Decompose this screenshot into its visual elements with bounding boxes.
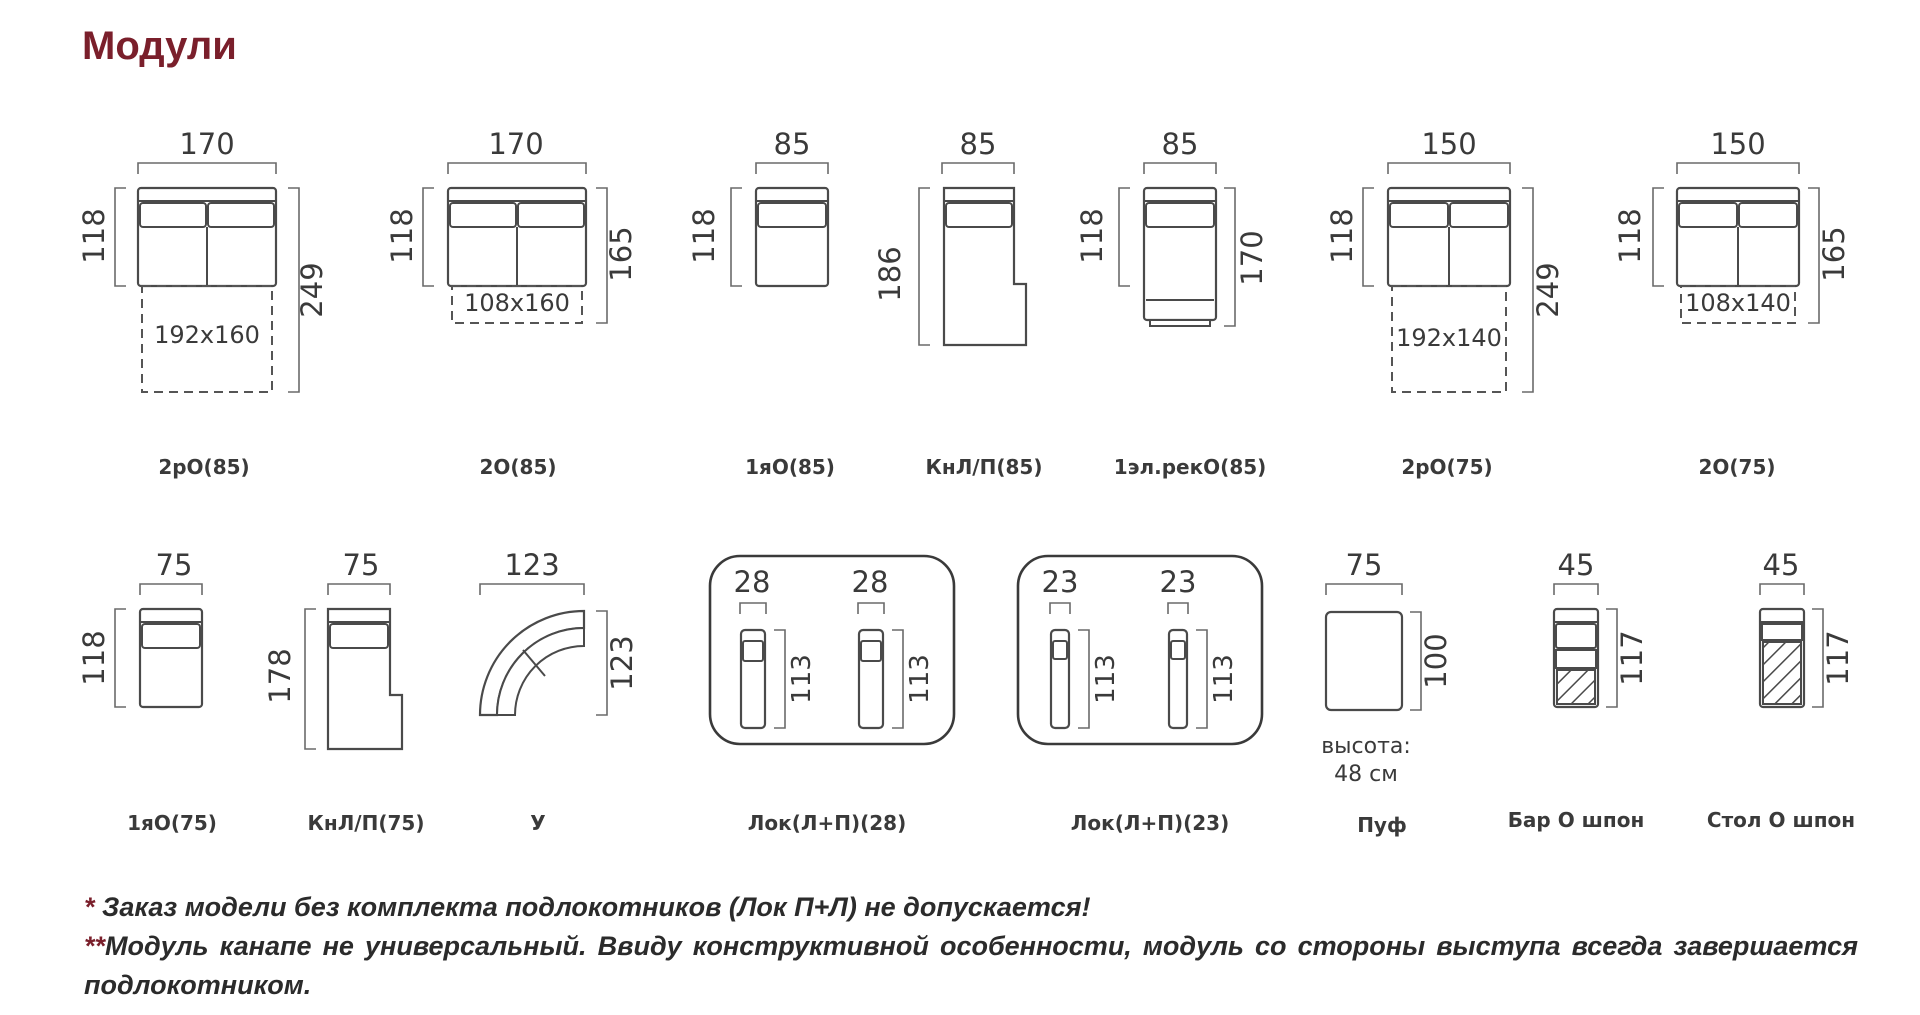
module-label: 2рО(75) xyxy=(1401,455,1492,479)
width-label: 150 xyxy=(1710,127,1765,161)
height-label: 123 xyxy=(605,635,639,690)
width-label: 170 xyxy=(488,127,543,161)
module-1elreko85: 85 118 170 1эл.рекО(85) xyxy=(1075,127,1269,479)
veneer-hatch xyxy=(1762,641,1802,705)
footnote-marker: ** xyxy=(84,931,106,961)
width-label: 170 xyxy=(179,127,234,161)
module-label: 1эл.рекО(85) xyxy=(1114,455,1267,479)
module-label: 1яО(75) xyxy=(127,811,217,835)
height-label: 186 xyxy=(873,246,907,301)
footnote-2-text: Модуль канапе не универсальный. Ввиду ко… xyxy=(84,931,1858,1000)
footnote-1-text: Заказ модели без комплекта подлокотников… xyxy=(94,892,1091,922)
armrest-frame xyxy=(1016,554,1264,746)
height-label: 117 xyxy=(1615,630,1649,685)
depth-label: 170 xyxy=(1235,230,1269,285)
module-2o85: 170 118 108x160 165 2О(85) xyxy=(385,127,638,479)
width-label: 150 xyxy=(1421,127,1476,161)
module-label: КнЛ/П(75) xyxy=(308,811,425,835)
width-label: 45 xyxy=(1763,548,1800,582)
module-knlp75: 75 178 КнЛ/П(75) xyxy=(263,548,424,835)
armrest-frame xyxy=(708,554,956,746)
width-label: 28 xyxy=(852,565,889,599)
page-title: Модули xyxy=(82,24,237,68)
height-label: 117 xyxy=(1821,630,1855,685)
height-label: 100 xyxy=(1419,633,1453,688)
height-note: высота: xyxy=(1321,734,1411,759)
footer-notes: * Заказ модели без комплекта подлокотник… xyxy=(84,888,1858,1005)
module-2o75: 150 118 108x140 165 2О(75) xyxy=(1613,127,1851,479)
module-label: 2О(85) xyxy=(479,455,556,479)
height-label: 118 xyxy=(77,630,111,685)
width-label: 75 xyxy=(156,548,193,582)
height-label: 178 xyxy=(263,648,297,703)
width-label: 85 xyxy=(774,127,811,161)
height-label: 118 xyxy=(1325,208,1359,263)
inner-label: 192x160 xyxy=(154,321,260,349)
height-label: 118 xyxy=(1075,208,1109,263)
module-label: КнЛ/П(85) xyxy=(926,455,1043,479)
module-knlp85: 85 186 КнЛ/П(85) xyxy=(873,127,1042,479)
module-lok23: 23 113 23 113 Лок(Л+П)(23) xyxy=(1016,554,1264,835)
height-label: 118 xyxy=(687,208,721,263)
height-label: 113 xyxy=(905,654,935,704)
module-label: 1яО(85) xyxy=(745,455,835,479)
module-label: Бар О шпон xyxy=(1508,808,1645,832)
width-label: 45 xyxy=(1558,548,1595,582)
module-corner: 123 123 У xyxy=(478,548,639,835)
height-label: 113 xyxy=(787,654,817,704)
width-label: 85 xyxy=(1162,127,1199,161)
module-puf: 75 100 высота: 48 см Пуф xyxy=(1321,548,1453,837)
module-2ro85: 170 118 192x160 249 2рО(85) xyxy=(77,127,329,479)
width-label: 23 xyxy=(1042,565,1079,599)
height-label: 118 xyxy=(1613,208,1647,263)
module-label: Лок(Л+П)(23) xyxy=(1071,811,1229,835)
extension-outline xyxy=(141,285,273,393)
height-note-value: 48 см xyxy=(1334,762,1398,787)
module-2ro75: 150 118 192x140 249 2рО(75) xyxy=(1325,127,1565,479)
footnote-marker: * xyxy=(84,892,95,922)
module-label: Лок(Л+П)(28) xyxy=(748,811,906,835)
width-label: 75 xyxy=(1346,548,1383,582)
module-label: У xyxy=(530,811,545,835)
footnote-1: * Заказ модели без комплекта подлокотник… xyxy=(84,888,1858,927)
module-1yao75: 75 118 1яО(75) xyxy=(77,548,217,835)
extension-outline xyxy=(1391,285,1507,393)
module-bar: 45 117 Бар О шпон xyxy=(1508,548,1649,832)
module-label: 2рО(85) xyxy=(158,455,249,479)
extension-outline xyxy=(451,285,583,324)
module-lok28: 28 113 28 113 Лок(Л+П)(28) xyxy=(708,554,956,835)
depth-label: 249 xyxy=(295,262,329,317)
module-1yao85: 85 118 1яО(85) xyxy=(687,127,835,479)
height-label: 118 xyxy=(385,208,419,263)
module-label: 2О(75) xyxy=(1698,455,1775,479)
width-label: 75 xyxy=(343,548,380,582)
height-label: 113 xyxy=(1091,654,1121,704)
inner-label: 192x140 xyxy=(1396,324,1502,352)
module-table: 45 117 Стол О шпон xyxy=(1707,548,1855,832)
pouf-body xyxy=(1324,610,1404,712)
modules-diagram: 170 118 192x160 249 2рО(85) 170 118 108x… xyxy=(77,127,1855,837)
height-label: 118 xyxy=(77,208,111,263)
width-label: 85 xyxy=(960,127,997,161)
depth-label: 249 xyxy=(1531,262,1565,317)
height-label: 113 xyxy=(1209,654,1239,704)
module-label: Стол О шпон xyxy=(1707,808,1855,832)
inner-label: 108x140 xyxy=(1685,289,1791,317)
veneer-hatch xyxy=(1556,669,1596,705)
width-label: 23 xyxy=(1160,565,1197,599)
footnote-2: **Модуль канапе не универсальный. Ввиду … xyxy=(84,927,1858,1005)
width-label: 28 xyxy=(734,565,771,599)
module-label: Пуф xyxy=(1357,813,1407,837)
inner-label: 108x160 xyxy=(464,289,570,317)
width-label: 123 xyxy=(504,548,559,582)
depth-label: 165 xyxy=(1817,226,1851,281)
depth-label: 165 xyxy=(604,226,638,281)
